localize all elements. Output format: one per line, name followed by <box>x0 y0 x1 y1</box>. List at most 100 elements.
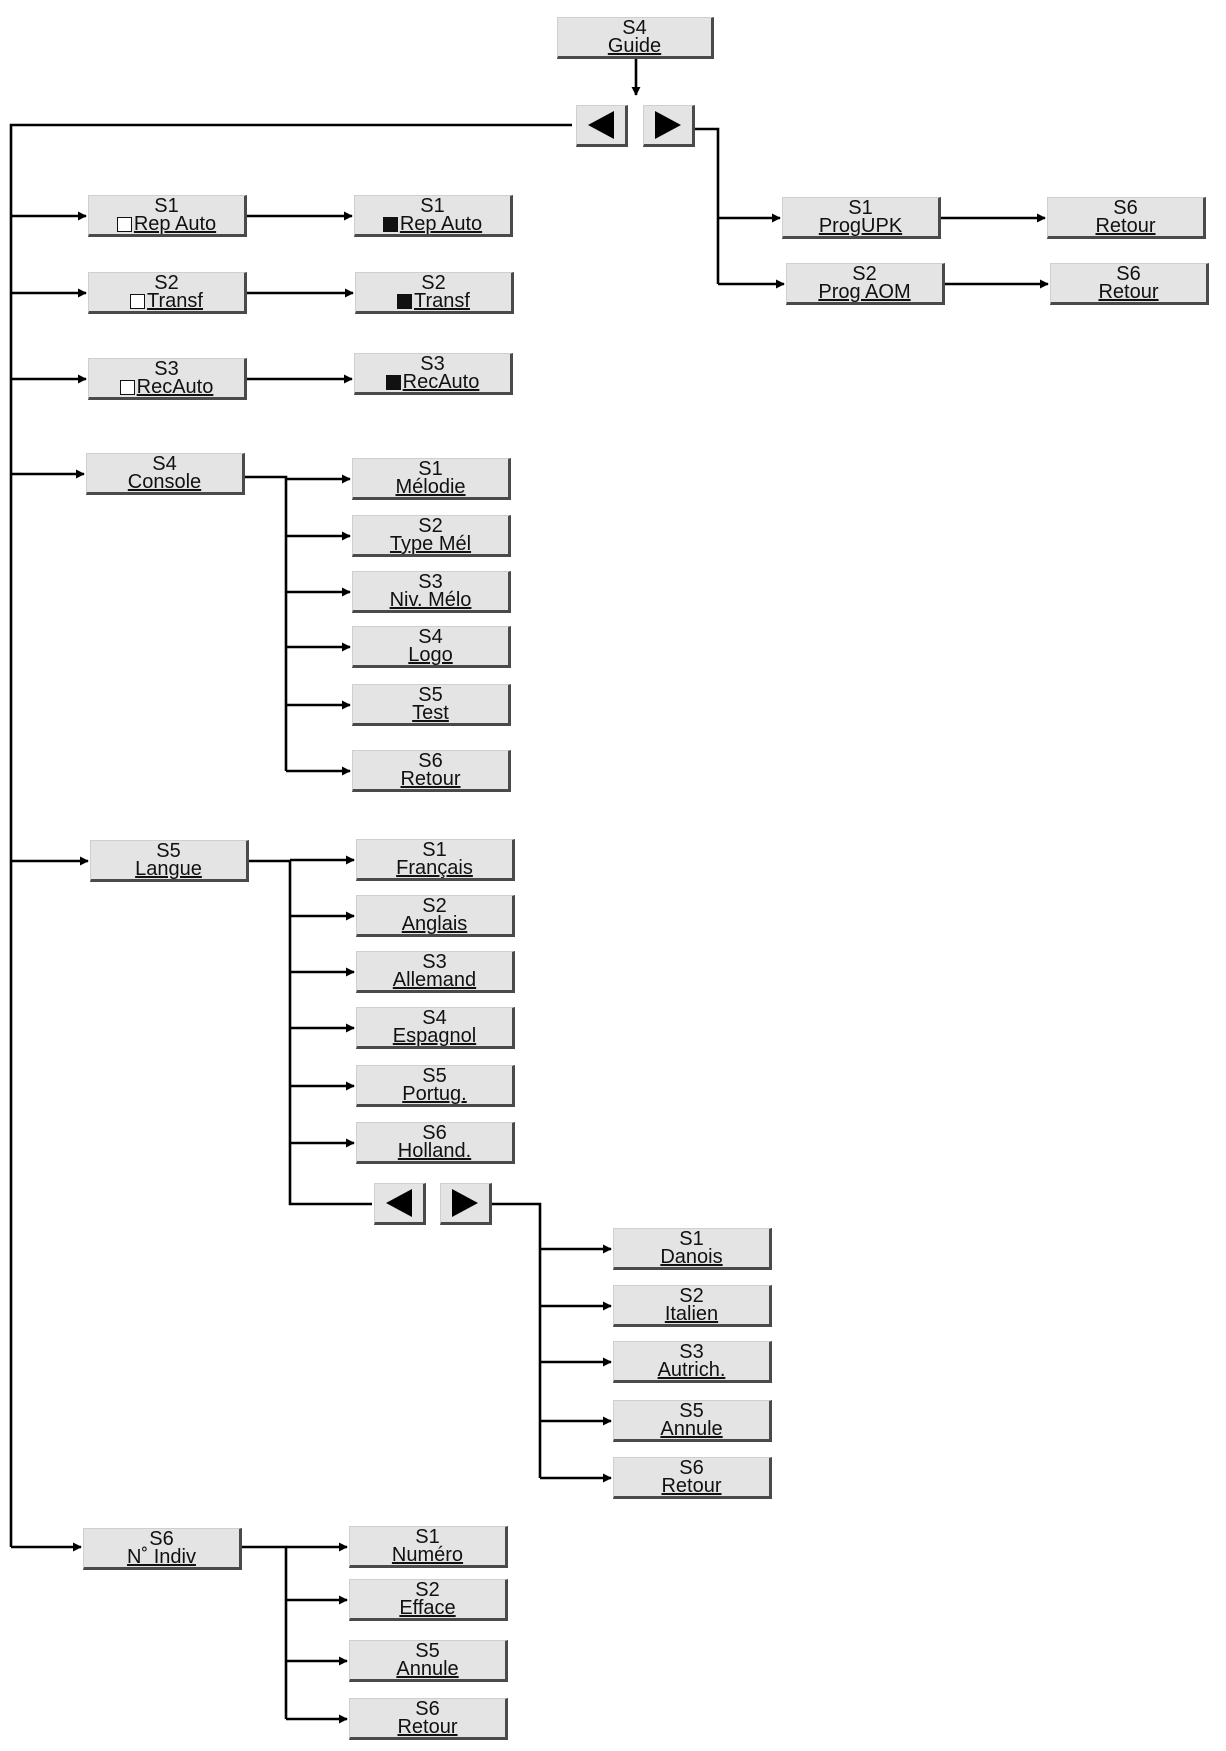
recauto-off-code: S3 <box>154 358 179 380</box>
connector-line <box>9 123 572 1547</box>
recauto-on-button[interactable]: S3 RecAuto <box>354 353 513 395</box>
checkbox-filled-icon <box>382 217 398 232</box>
progupk-button[interactable]: S1 ProgUPK <box>782 197 941 239</box>
transf-on-button[interactable]: S2 Transf <box>355 272 514 314</box>
item-code: S3 <box>422 951 447 973</box>
checkbox-empty-icon <box>116 217 132 232</box>
langue-label: Langue <box>135 858 202 880</box>
indiv-label: N˚ Indiv <box>127 1546 196 1568</box>
item-code: S2 <box>415 1579 440 1601</box>
transf-off-button[interactable]: S2 Transf <box>88 272 247 314</box>
item-label: Allemand <box>392 969 477 991</box>
prev-arrow-icon <box>588 111 614 139</box>
item-label: Anglais <box>401 913 468 935</box>
connector-line <box>492 1202 542 1478</box>
connector-line <box>245 475 288 771</box>
item-label: Holland. <box>397 1140 472 1162</box>
progupk-retour-code: S6 <box>1113 197 1138 219</box>
item-label: Mélodie <box>395 476 466 498</box>
item-label: Retour <box>397 1716 458 1738</box>
item-code: S6 <box>422 1122 447 1144</box>
prev-arrow-button[interactable] <box>576 105 628 147</box>
rep-auto-on-button[interactable]: S1 Rep Auto <box>354 195 513 237</box>
transf-off-code: S2 <box>154 272 179 294</box>
guide-label: Guide <box>607 35 662 57</box>
item-code: S5 <box>679 1400 704 1422</box>
item-label: Portug. <box>402 1083 467 1105</box>
item-label: Retour <box>661 1475 722 1497</box>
item-label: Italien <box>664 1303 719 1325</box>
progupk-label: ProgUPK <box>818 215 903 237</box>
prev-arrow-icon <box>386 1189 412 1217</box>
connector-line <box>242 1545 288 1719</box>
console-button[interactable]: S4 Console <box>86 453 245 495</box>
rep-auto-on-label: Rep Auto <box>399 213 483 235</box>
item-label: Numéro <box>391 1544 464 1566</box>
console-label: Console <box>127 471 202 493</box>
prog-aom-retour-button[interactable]: S6 Retour <box>1050 263 1209 305</box>
langue-next-arrow-button[interactable] <box>440 1183 492 1225</box>
item-code: S1 <box>415 1526 440 1548</box>
transf-off-label: Transf <box>147 290 203 312</box>
next-arrow-button[interactable] <box>643 105 695 147</box>
item-label: Espagnol <box>392 1025 477 1047</box>
item-code: S1 <box>418 458 443 480</box>
item-code: S5 <box>418 684 443 706</box>
item-label: Retour <box>400 768 461 790</box>
langue-prev-arrow-button[interactable] <box>374 1183 426 1225</box>
item-code: S6 <box>679 1457 704 1479</box>
prog-aom-retour-code: S6 <box>1116 263 1141 285</box>
prog-aom-button[interactable]: S2 Prog AOM <box>786 263 945 305</box>
prog-aom-retour-label: Retour <box>1098 281 1159 303</box>
langue-button[interactable]: S5 Langue <box>90 840 249 882</box>
recauto-on-code: S3 <box>420 353 445 375</box>
checkbox-empty-icon <box>130 294 146 309</box>
recauto-off-button[interactable]: S3 RecAuto <box>88 358 247 400</box>
progupk-retour-button[interactable]: S6 Retour <box>1047 197 1206 239</box>
item-code: S3 <box>418 571 443 593</box>
indiv-button[interactable]: S6 N˚ Indiv <box>83 1528 242 1570</box>
item-code: S5 <box>415 1640 440 1662</box>
rep-auto-off-button[interactable]: S1 Rep Auto <box>88 195 247 237</box>
guide-code: S4 <box>622 17 647 39</box>
progupk-retour-label: Retour <box>1095 215 1156 237</box>
next-arrow-icon <box>452 1189 478 1217</box>
item-label: Annule <box>396 1658 459 1680</box>
guide-button[interactable]: S4 Guide <box>557 17 714 59</box>
item-label: Test <box>412 702 449 724</box>
checkbox-filled-icon <box>397 294 413 309</box>
connector-line <box>249 859 372 1206</box>
prog-aom-label: Prog AOM <box>818 281 911 303</box>
checkbox-filled-icon <box>385 375 401 390</box>
rep-auto-off-code: S1 <box>154 195 179 217</box>
progupk-code: S1 <box>848 197 873 219</box>
item-label: Annule <box>660 1418 723 1440</box>
item-label: Efface <box>399 1597 456 1619</box>
item-code: S2 <box>679 1285 704 1307</box>
rep-auto-off-label: Rep Auto <box>133 213 217 235</box>
item-code: S2 <box>418 515 443 537</box>
